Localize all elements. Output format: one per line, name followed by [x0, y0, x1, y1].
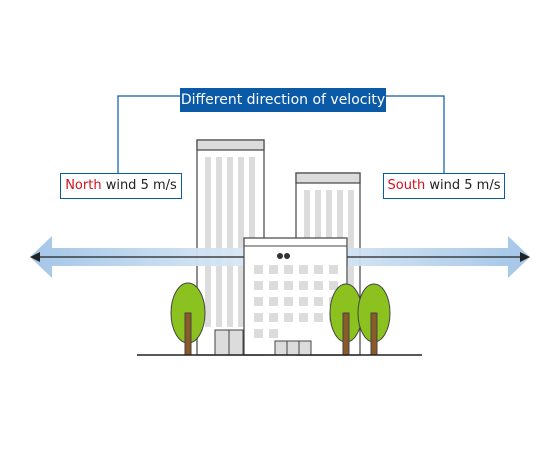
connector-lines [117, 95, 445, 173]
north-speed-text: wind 5 m/s [101, 178, 177, 193]
north-wind-label: North wind 5 m/s [60, 173, 182, 199]
tree-right-2 [357, 283, 391, 356]
connector-right [386, 95, 445, 173]
diagram-title: Different direction of velocity [180, 88, 386, 112]
center-building [243, 237, 348, 356]
south-wind-label: South wind 5 m/s [383, 173, 505, 199]
north-direction-text: North [65, 178, 102, 193]
connector-left [117, 95, 180, 173]
south-direction-text: South [387, 178, 426, 193]
south-speed-text: wind 5 m/s [425, 178, 501, 193]
